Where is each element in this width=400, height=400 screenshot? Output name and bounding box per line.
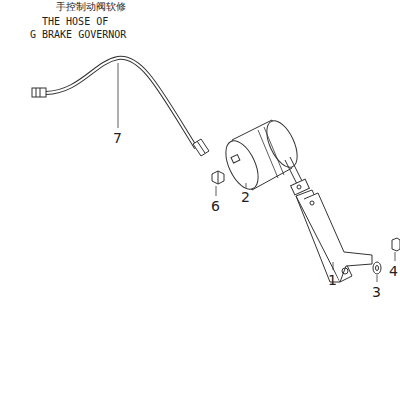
brake-chamber (219, 116, 309, 195)
callout-number: 1 (328, 273, 337, 287)
nut (392, 238, 400, 251)
note-text: 手控制动阀软修 (56, 2, 126, 12)
nut (212, 171, 224, 184)
hose (32, 58, 209, 156)
callout-number: 2 (241, 190, 250, 204)
washer (373, 262, 381, 274)
note-text: G BRAKE GOVERNOR (30, 30, 126, 40)
callout-number: 6 (211, 199, 220, 213)
callout-number: 3 (372, 285, 381, 299)
leader-lines (118, 63, 395, 282)
callout-number: 7 (113, 131, 122, 145)
note-text: THE HOSE OF (42, 17, 108, 27)
callout-number: 4 (389, 264, 398, 278)
bracket (296, 190, 372, 282)
